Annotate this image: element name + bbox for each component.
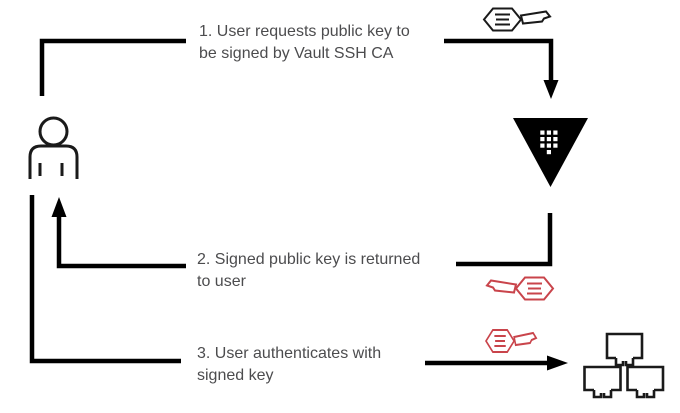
person-icon [28, 116, 79, 179]
vault-logo-triangle-icon [513, 118, 588, 187]
step-2-label: 2. Signed public key is returned to user [197, 249, 420, 293]
step-3-label: 3. User authenticates with signed key [197, 343, 381, 387]
step-2-line-1: 2. Signed public key is returned [197, 251, 421, 268]
public-key-icon [482, 7, 552, 32]
step-3-line-2: signed key [197, 367, 274, 384]
arrow-step-3 [29, 195, 568, 371]
signed-key-icon [485, 329, 538, 353]
step-1-label: 1. User requests public key to be signed… [199, 21, 410, 65]
arrow-step-2 [51, 197, 553, 269]
step-1-line-1: 1. User requests public key to [199, 23, 410, 40]
step-3-line-1: 3. User authenticates with [197, 345, 382, 362]
signed-key-icon [485, 276, 555, 301]
arrow-step-1 [39, 38, 559, 99]
host-monitors-icon [583, 332, 665, 399]
step-1-line-2: be signed by Vault SSH CA [199, 45, 394, 62]
step-2-line-2: to user [197, 273, 246, 290]
